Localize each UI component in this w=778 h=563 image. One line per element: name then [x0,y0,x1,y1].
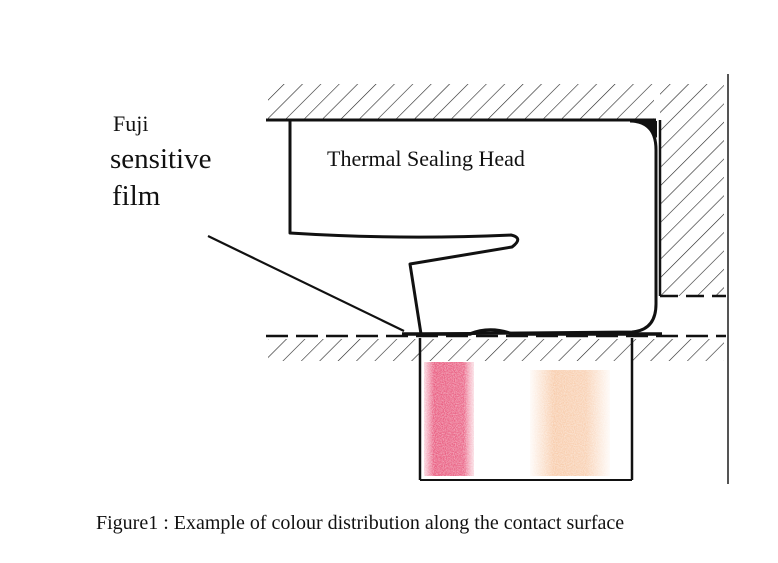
top-wall-hatch [268,84,654,120]
head-corner-fillet [640,121,657,138]
caption-number: 1 [148,512,159,534]
sealing-head-outline [288,119,658,336]
caption-prefix: Figure [96,512,149,534]
label-thermal-sealing-head: Thermal Sealing Head [327,146,525,171]
right-wall-hatch [660,84,724,296]
label-sensitive: sensitive [110,143,212,175]
film-leader-line [207,235,405,332]
caption-text: : Example of colour distribution along t… [158,512,625,534]
label-fuji: Fuji [113,111,149,136]
label-film: film [112,180,161,212]
figure-caption: Figure1 : Example of colour distribution… [96,512,624,535]
fuji-film-strip [402,328,662,336]
base-hatch [268,339,724,361]
colour-distribution-sample [418,338,634,481]
